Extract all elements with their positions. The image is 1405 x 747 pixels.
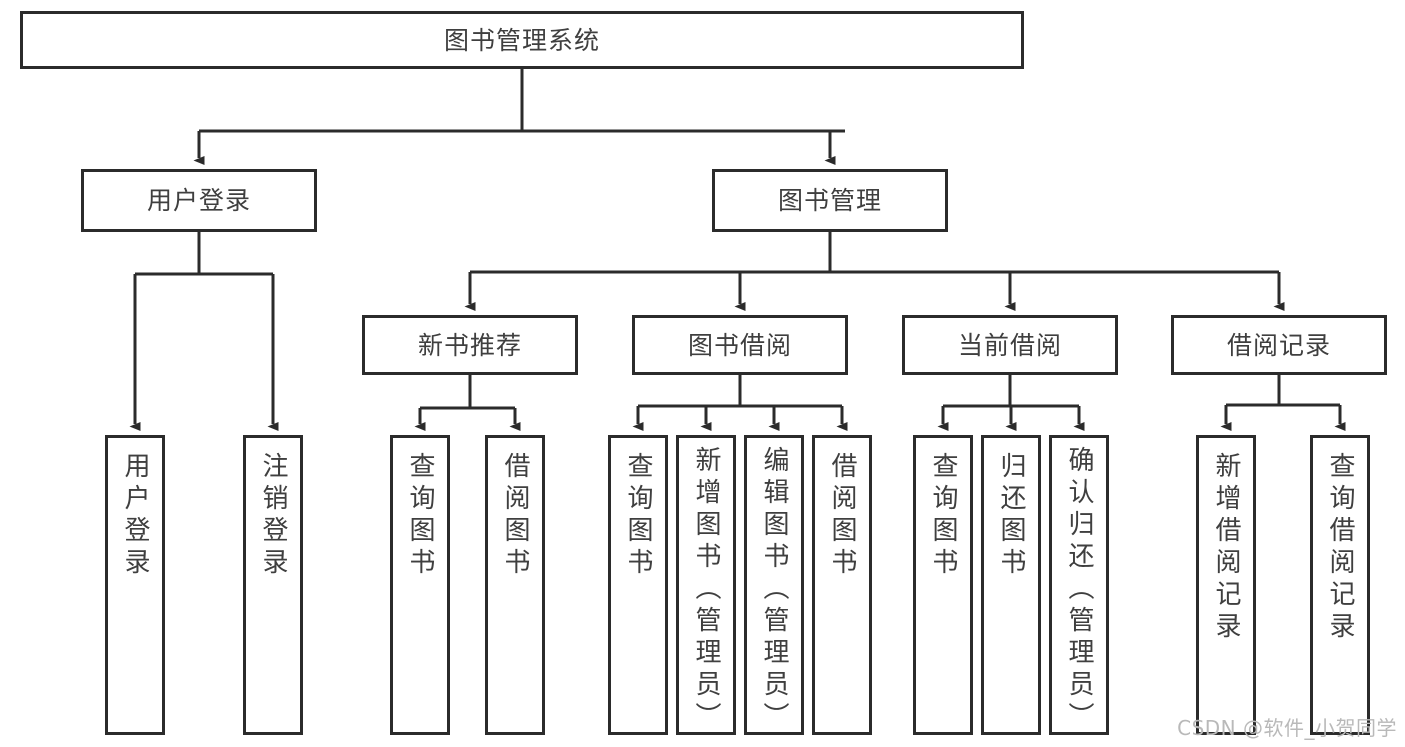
node-current-borrow-label: 当前借阅 (957, 330, 1062, 360)
node-leaf-return-book[interactable]: 归还图书 (981, 435, 1041, 735)
node-leaf-add-book-label: 新增图书（管理员） (691, 446, 721, 734)
node-leaf-query-record[interactable]: 查询借阅记录 (1310, 435, 1370, 735)
node-leaf-query-book-2[interactable]: 查询图书 (608, 435, 668, 735)
node-leaf-borrow-book-2[interactable]: 借阅图书 (812, 435, 872, 735)
node-leaf-user-login-label: 用户登录 (120, 452, 150, 580)
node-leaf-query-book-1[interactable]: 查询图书 (390, 435, 450, 735)
node-leaf-borrow-book-1[interactable]: 借阅图书 (485, 435, 545, 735)
node-root-label: 图书管理系统 (443, 25, 600, 55)
node-root[interactable]: 图书管理系统 (20, 11, 1024, 69)
node-leaf-query-book-3[interactable]: 查询图书 (913, 435, 973, 735)
node-leaf-query-record-label: 查询借阅记录 (1325, 452, 1355, 644)
node-leaf-edit-book[interactable]: 编辑图书（管理员） (744, 435, 804, 735)
node-new-book-rec[interactable]: 新书推荐 (362, 315, 578, 375)
node-book-borrow[interactable]: 图书借阅 (632, 315, 848, 375)
node-new-book-rec-label: 新书推荐 (417, 330, 522, 360)
node-borrow-record-label: 借阅记录 (1226, 330, 1331, 360)
node-leaf-confirm-return-label: 确认归还（管理员） (1064, 446, 1094, 734)
node-book-manage-label: 图书管理 (777, 186, 882, 215)
node-leaf-logout-label: 注销登录 (258, 452, 288, 580)
node-leaf-add-book[interactable]: 新增图书（管理员） (676, 435, 736, 735)
node-leaf-borrow-book-1-label: 借阅图书 (500, 452, 530, 580)
node-leaf-query-book-2-label: 查询图书 (623, 452, 653, 580)
node-leaf-return-book-label: 归还图书 (996, 452, 1026, 580)
node-leaf-query-book-1-label: 查询图书 (405, 452, 435, 580)
node-leaf-add-record-label: 新增借阅记录 (1211, 452, 1241, 644)
node-leaf-confirm-return[interactable]: 确认归还（管理员） (1049, 435, 1109, 735)
node-leaf-query-book-3-label: 查询图书 (928, 452, 958, 580)
node-borrow-record[interactable]: 借阅记录 (1171, 315, 1387, 375)
node-leaf-edit-book-label: 编辑图书（管理员） (759, 446, 789, 734)
node-user-login-label: 用户登录 (146, 186, 251, 215)
node-leaf-logout[interactable]: 注销登录 (243, 435, 303, 735)
node-user-login[interactable]: 用户登录 (81, 169, 317, 232)
node-book-manage[interactable]: 图书管理 (712, 169, 948, 232)
node-leaf-borrow-book-2-label: 借阅图书 (827, 452, 857, 580)
watermark-text: CSDN @软件_小贺同学 (1177, 716, 1397, 740)
node-current-borrow[interactable]: 当前借阅 (902, 315, 1118, 375)
node-leaf-add-record[interactable]: 新增借阅记录 (1196, 435, 1256, 735)
node-book-borrow-label: 图书借阅 (687, 330, 792, 360)
node-leaf-user-login[interactable]: 用户登录 (105, 435, 165, 735)
